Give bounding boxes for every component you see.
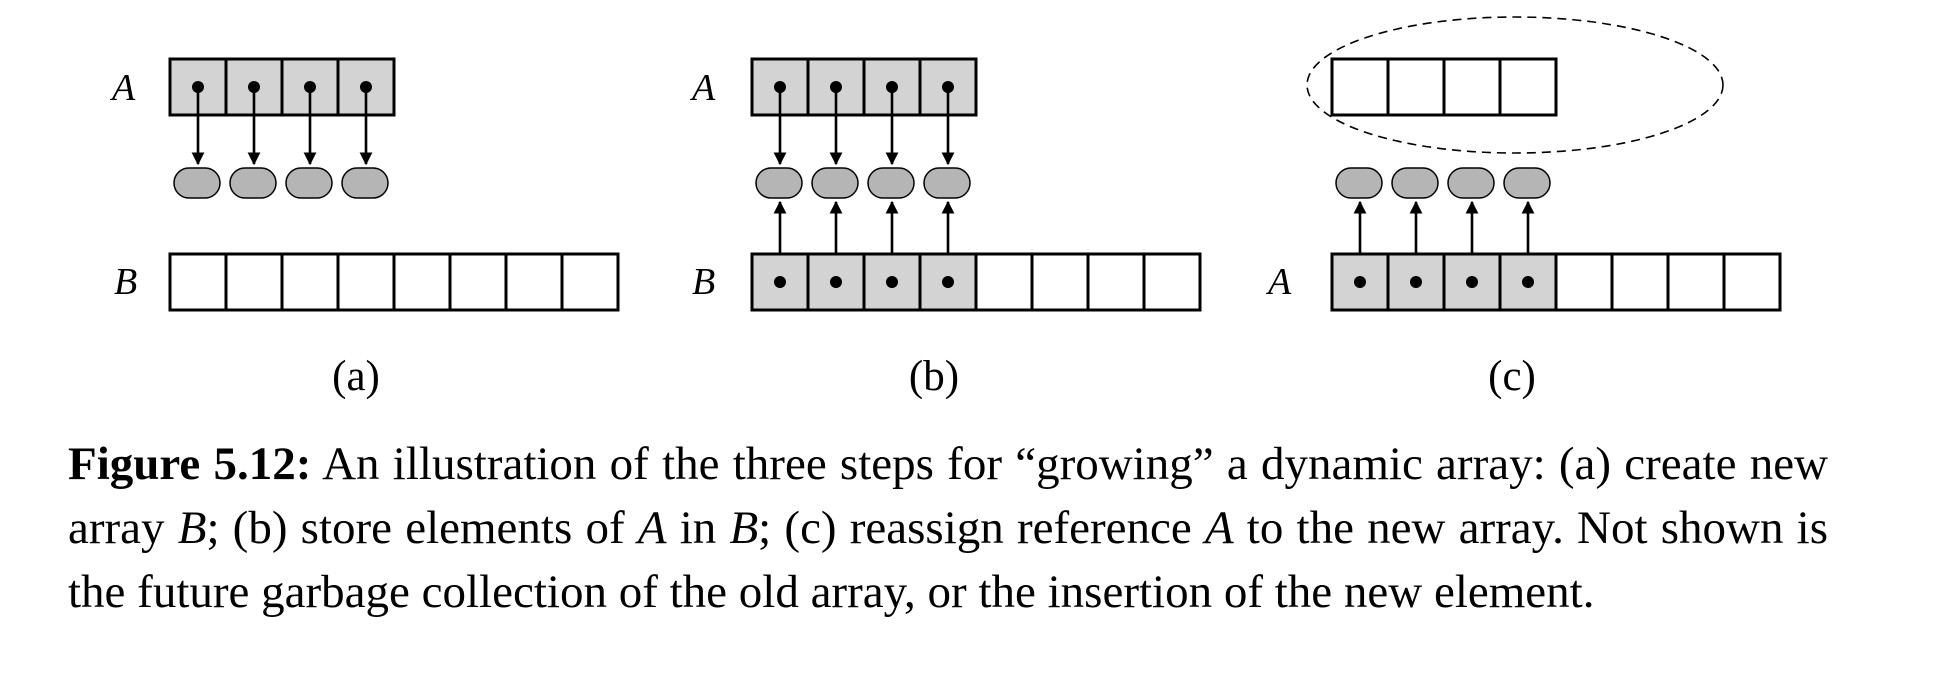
- figure-label: Figure 5.12:: [68, 438, 312, 490]
- panel-c-array-a-cell: [1666, 252, 1726, 312]
- panel-a-array-a-label: A: [109, 67, 136, 109]
- panel-c: A (c): [1265, 16, 1782, 400]
- panel-c-array-a-reference-dot: [1466, 276, 1478, 288]
- panel-b-array-b: [750, 252, 1202, 312]
- caption-text-2: ; (b) store elements of: [206, 502, 638, 554]
- panel-c-element: [1391, 167, 1439, 199]
- panel-a-element: [229, 167, 277, 199]
- panel-b-array-b-reference-dot: [774, 276, 786, 288]
- panel-b-array-b-cell: [1086, 252, 1146, 312]
- panel-b-array-a-label: A: [689, 67, 716, 109]
- panel-a-array-b-cell: [392, 252, 452, 312]
- panel-b-elements: [755, 87, 971, 282]
- caption-var-b-2: B: [729, 502, 759, 554]
- figure-diagram: A B (a) A B (b) A (c): [109, 16, 1782, 400]
- panel-b-element: [755, 167, 803, 199]
- panel-c-element: [1447, 167, 1495, 199]
- panel-b-array-b-cell: [1030, 252, 1090, 312]
- panel-b-array-b-label: B: [692, 261, 715, 303]
- panel-a-element: [341, 167, 389, 199]
- panel-a-array-b: [168, 252, 620, 312]
- panel-c-array-a-reference-dot: [1354, 276, 1366, 288]
- panel-b-caption: (b): [909, 353, 959, 400]
- caption-var-a: A: [637, 502, 667, 554]
- panel-c-element: [1503, 167, 1551, 199]
- panel-a-elements: [173, 87, 389, 199]
- panel-c-array-a-cell: [1722, 252, 1782, 312]
- panel-a-array-b-cell: [280, 252, 340, 312]
- panel-a-array-b-cell: [168, 252, 228, 312]
- panel-b-element: [811, 167, 859, 199]
- panel-b-array-b-cell: [974, 252, 1034, 312]
- panel-a-element: [173, 167, 221, 199]
- caption-text-4: ; (c) reassign reference: [758, 502, 1205, 554]
- panel-c-old-array-cell: [1330, 57, 1390, 117]
- panel-a-array-b-cell: [224, 252, 284, 312]
- caption-var-b: B: [177, 502, 207, 554]
- panel-c-array-a-label: A: [1265, 261, 1292, 303]
- panel-b-array-b-reference-dot: [942, 276, 954, 288]
- panel-b-array-b-reference-dot: [886, 276, 898, 288]
- panel-c-array-a: [1330, 252, 1782, 312]
- panel-c-element: [1335, 167, 1383, 199]
- panel-c-old-array-cell: [1498, 57, 1558, 117]
- panel-b: A B (b): [689, 57, 1202, 400]
- panel-c-array-a-reference-dot: [1522, 276, 1534, 288]
- panel-c-old-array-cell: [1442, 57, 1502, 117]
- panel-c-array-a-cell: [1610, 252, 1670, 312]
- panel-a-array-a: [168, 57, 396, 117]
- panel-c-array-a-cell: [1554, 252, 1614, 312]
- panel-c-old-array: [1330, 57, 1558, 117]
- panel-a-element: [285, 167, 333, 199]
- panel-b-element: [923, 167, 971, 199]
- panel-c-elements: [1335, 167, 1551, 282]
- caption-text-3: in: [666, 502, 730, 554]
- panel-a-array-b-cell: [448, 252, 508, 312]
- panel-a-array-b-cell: [504, 252, 564, 312]
- caption-var-a-2: A: [1204, 502, 1234, 554]
- panel-b-array-b-cell: [1142, 252, 1202, 312]
- panel-c-caption: (c): [1488, 353, 1536, 400]
- caption-text-5: to the new array. Not shown is the futur…: [68, 502, 1829, 618]
- panel-c-array-a-reference-dot: [1410, 276, 1422, 288]
- panel-b-array-b-reference-dot: [830, 276, 842, 288]
- panel-a-array-b-label: B: [114, 261, 137, 303]
- panel-b-element: [867, 167, 915, 199]
- panel-a-array-b-cell: [336, 252, 396, 312]
- panel-c-garbage-ellipse: [1306, 16, 1724, 154]
- panel-b-array-a: [750, 57, 978, 117]
- panel-a: A B (a): [109, 57, 620, 400]
- panel-a-caption: (a): [332, 353, 380, 400]
- figure-caption: Figure 5.12: An illustration of the thre…: [68, 432, 1828, 624]
- panel-a-array-b-cell: [560, 252, 620, 312]
- panel-c-old-array-cell: [1386, 57, 1446, 117]
- caption-text-1: An illustration of the three steps for “…: [68, 438, 1829, 554]
